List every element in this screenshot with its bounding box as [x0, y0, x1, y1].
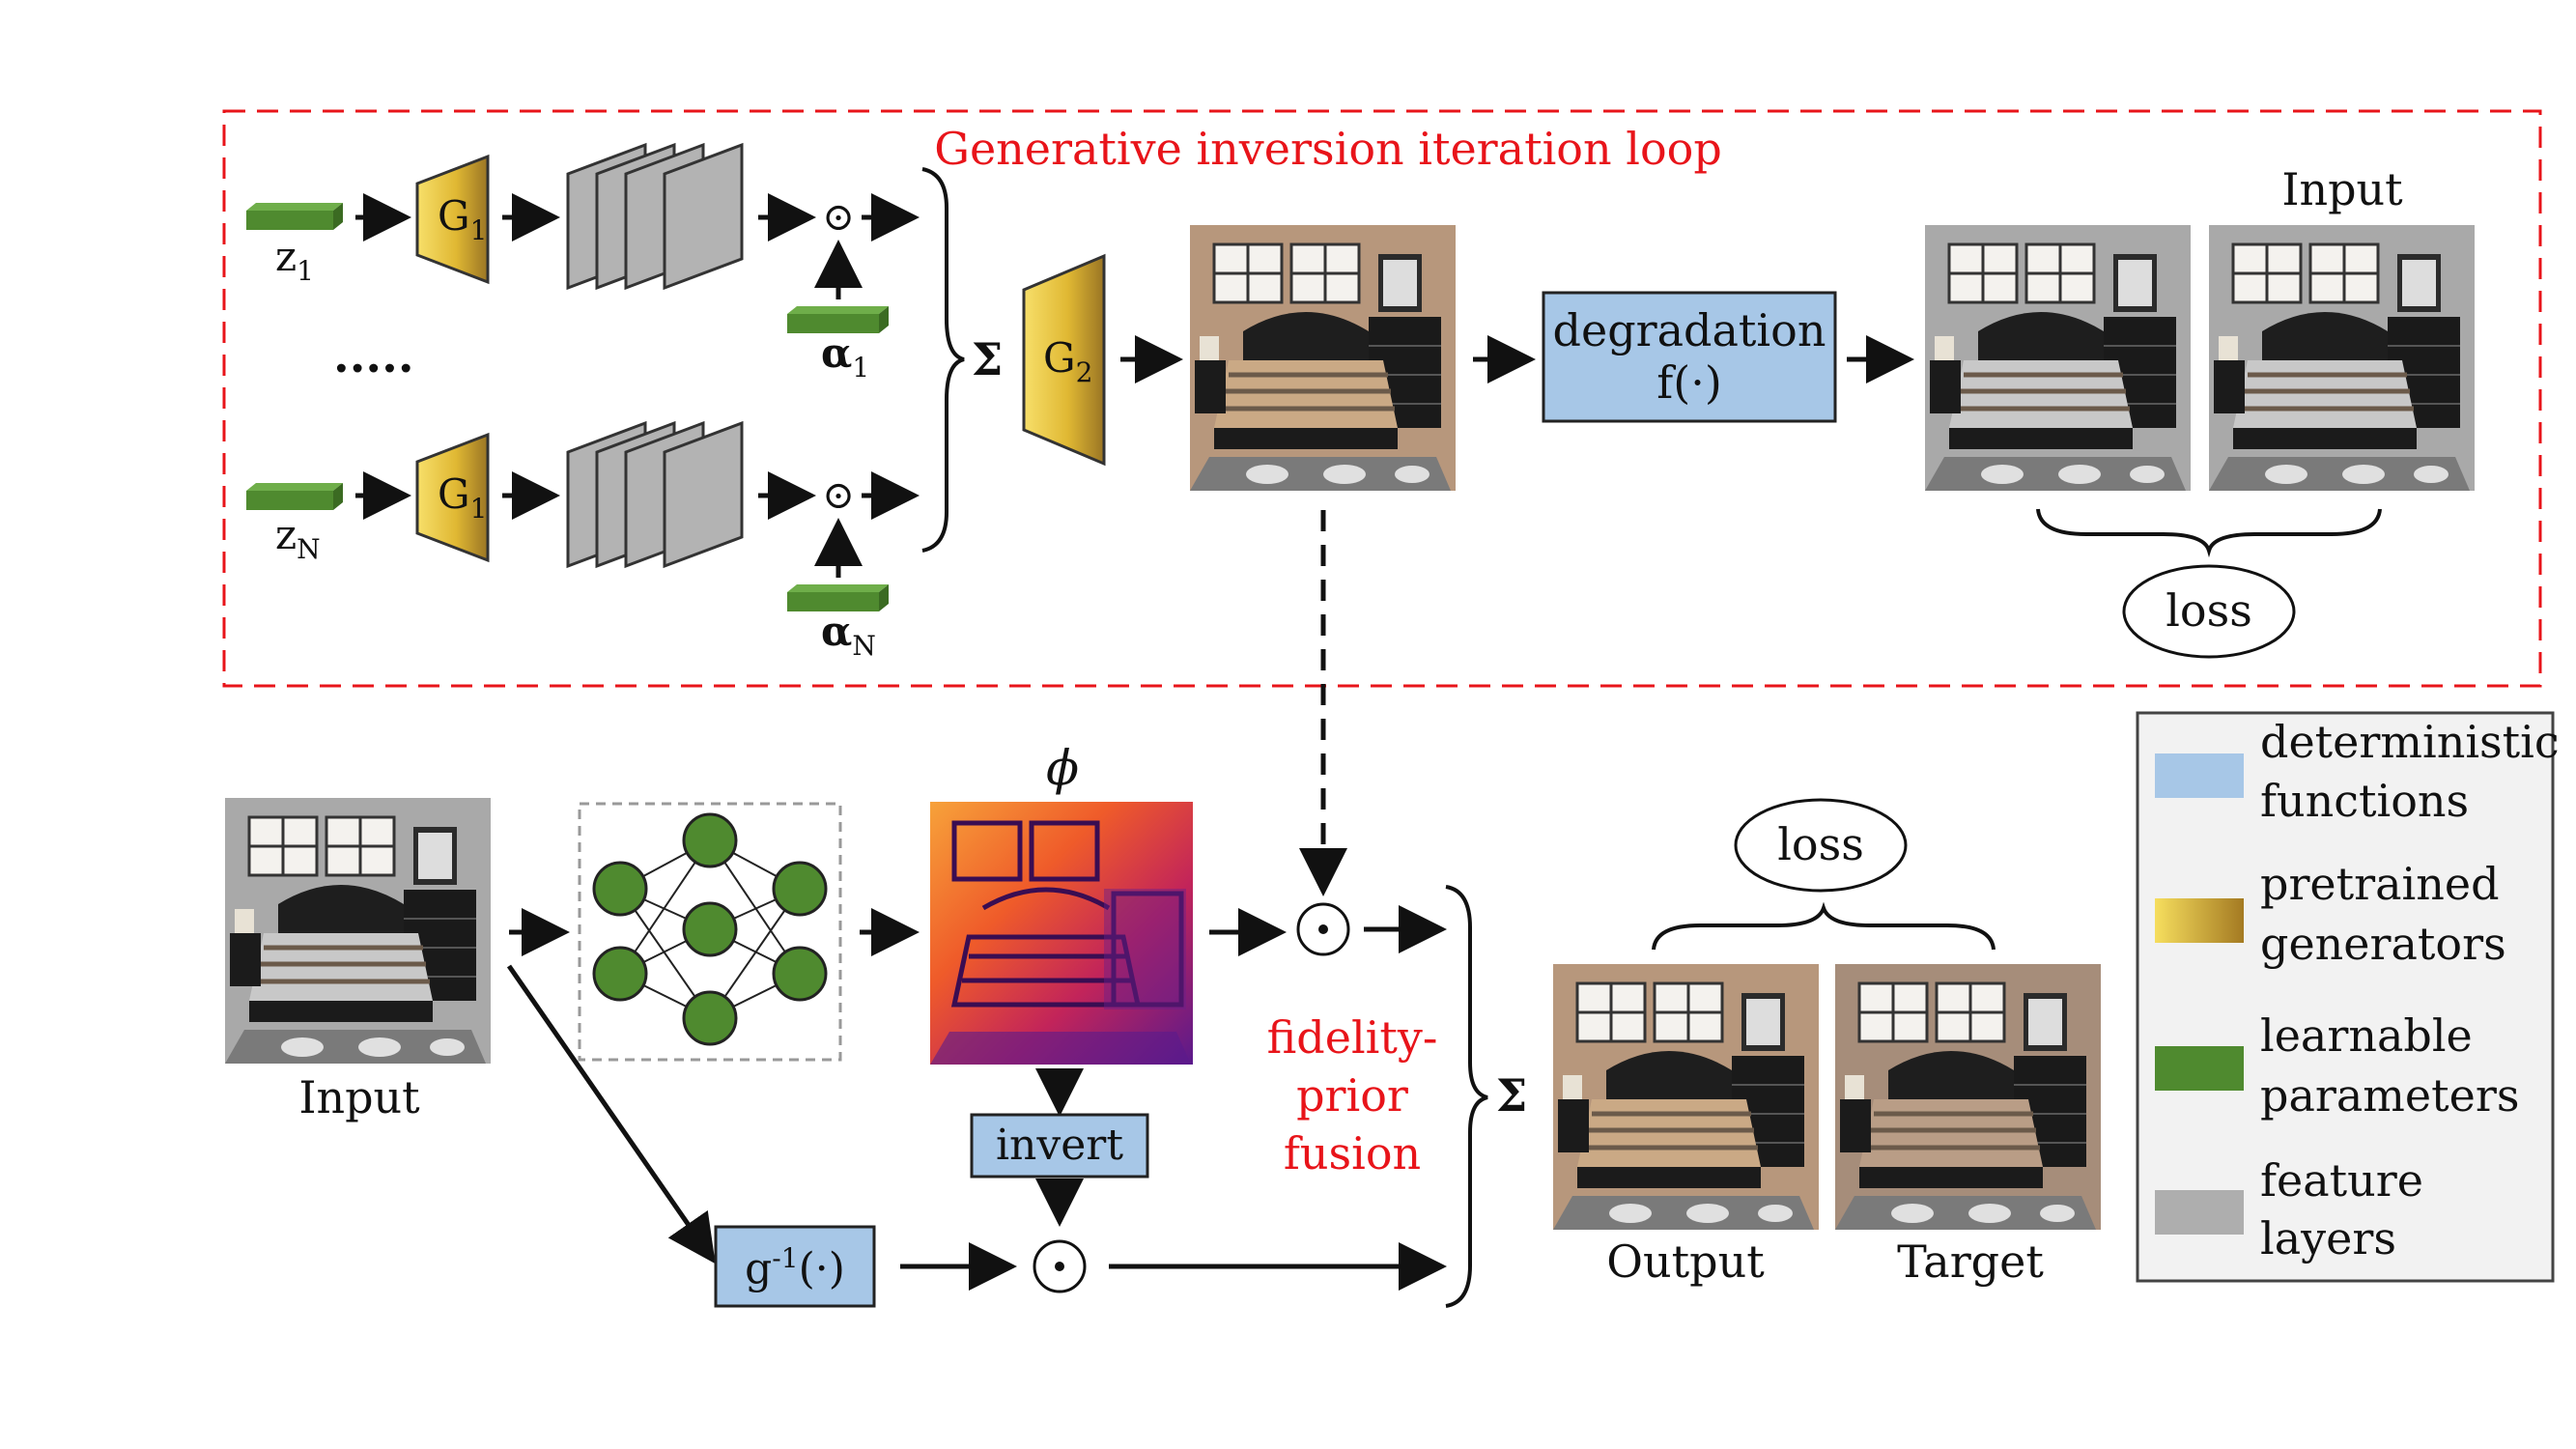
output-image [1553, 964, 1819, 1230]
weight-alpha1 [787, 306, 889, 333]
svg-text:G1: G1 [438, 192, 487, 246]
fusion-label-2: prior [1296, 1069, 1408, 1122]
generator-g1-bottom: G1 [415, 432, 490, 563]
legend-swatch-feature [2155, 1190, 2244, 1235]
fusion-odot-dot [1318, 924, 1328, 934]
svg-text:invert: invert [996, 1121, 1123, 1170]
neural-network [578, 802, 842, 1062]
latent-code-zN [246, 483, 343, 510]
degradation-box: degradation f(·) [1542, 291, 1837, 423]
input-label-top: Input [2281, 163, 2403, 215]
generator-g1-top: G1 [415, 154, 490, 285]
svg-text:g-1(·): g-1(·) [745, 1242, 845, 1293]
sigma-top: Σ [972, 333, 1004, 385]
generator-g2: G2 [1022, 253, 1106, 467]
invert-box: invert [970, 1113, 1149, 1179]
fusion-label-1: fidelity- [1267, 1011, 1438, 1064]
latent-code-z1 [246, 203, 343, 230]
zN-label: zN [275, 511, 321, 565]
legend-label-feature-1: feature [2260, 1154, 2423, 1207]
loss-brace-bottom [1652, 901, 1996, 951]
input-image-bottom [225, 798, 491, 1064]
lower-odot-dot [1055, 1262, 1064, 1271]
loop-title: Generative inversion iteration loop [934, 123, 1722, 175]
legend-label-learnable-1: learnable [2260, 1009, 2473, 1062]
target-image [1835, 964, 2101, 1230]
odot-N: ⊙ [822, 473, 855, 518]
alphaN-label: αN [821, 608, 876, 662]
input-image-top [2209, 225, 2475, 491]
loss-label-top: loss [2166, 584, 2252, 637]
weight-alphaN [787, 584, 889, 611]
feature-layers-top [566, 142, 744, 291]
z1-label: z1 [275, 233, 314, 287]
legend-label-pretrained-1: pretrained [2260, 858, 2500, 910]
loss-brace-top [2036, 508, 2382, 558]
ellipsis: ..... [333, 329, 414, 384]
g-inverse-box: g-1(·) [714, 1225, 876, 1308]
sum-brace-top [921, 167, 965, 553]
legend-label-deterministic-2: functions [2260, 775, 2469, 827]
svg-text:f(·): f(·) [1656, 356, 1722, 409]
target-label: Target [1897, 1236, 2044, 1288]
legend-label-feature-2: layers [2260, 1212, 2396, 1264]
loss-ellipse-bottom [1734, 798, 1908, 893]
legend-swatch-deterministic [2155, 753, 2244, 798]
phi-label: ϕ [1046, 740, 1079, 796]
legend-label-learnable-2: parameters [2260, 1069, 2519, 1122]
sigma-bottom: Σ [1496, 1069, 1528, 1122]
svg-text:G1: G1 [438, 470, 487, 525]
sum-brace-bottom [1445, 885, 1488, 1308]
input-label-bottom: Input [298, 1071, 420, 1123]
loss-label-bottom: loss [1777, 818, 1864, 870]
feature-layers-bottom [566, 420, 744, 569]
odot-1: ⊙ [822, 195, 855, 240]
degraded-image [1925, 225, 2191, 491]
legend-swatch-learnable [2155, 1046, 2244, 1091]
legend-swatch-pretrained [2155, 898, 2244, 943]
generated-image [1190, 225, 1456, 491]
inversion-loop-frame [222, 109, 2542, 688]
legend-label-deterministic-1: deterministic [2260, 716, 2560, 768]
legend-label-pretrained-2: generators [2260, 918, 2506, 970]
phi-heatmap [930, 802, 1193, 1065]
loss-ellipse-top [2122, 564, 2296, 659]
output-label: Output [1606, 1236, 1765, 1288]
legend: deterministic functions pretrained gener… [2136, 711, 2560, 1283]
fusion-label-3: fusion [1284, 1127, 1421, 1179]
alpha1-label: α1 [821, 329, 869, 384]
svg-text:degradation: degradation [1553, 304, 1826, 356]
svg-text:G2: G2 [1043, 334, 1092, 388]
arrow-input-to-ginv [506, 964, 716, 1264]
